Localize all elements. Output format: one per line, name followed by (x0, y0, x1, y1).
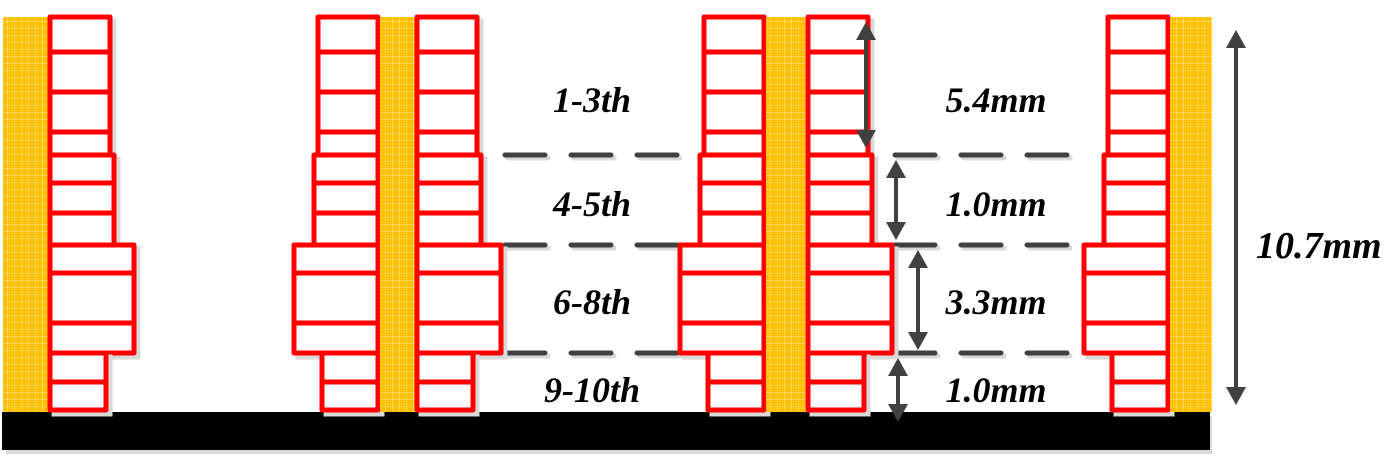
electrode-stack (291, 14, 385, 417)
membrane-separator (3, 17, 48, 412)
dimension-arrow (908, 250, 928, 350)
electrode-stack (805, 14, 899, 417)
tier-6-8th (1081, 242, 1171, 356)
tier-6-8th (47, 242, 137, 356)
membrane-separator (1170, 17, 1212, 412)
dimension-label: 1.0mm (945, 370, 1046, 410)
arrow-head-down-icon (888, 404, 908, 422)
dimension-arrow (856, 22, 876, 148)
dimension-label: 1.0mm (945, 184, 1046, 224)
dimension-arrows (856, 22, 1246, 422)
arrow-head-down-icon (1226, 387, 1246, 405)
tier-dashed-lines (502, 152, 1096, 359)
dimension-arrow (888, 358, 908, 422)
substrate-bar (2, 412, 1210, 450)
electrode-stack (414, 14, 508, 417)
electrode-stack (677, 14, 771, 417)
layer-label: 4-5th (552, 184, 631, 224)
arrow-head-up-icon (908, 250, 928, 268)
membrane-separator (766, 17, 806, 412)
dimension-label: 3.3mm (944, 282, 1046, 322)
arrow-head-down-icon (908, 332, 928, 350)
arrow-head-up-icon (886, 160, 906, 178)
tier-4-5th (805, 152, 875, 248)
arrow-head-up-icon (888, 358, 908, 376)
tier-6-8th (805, 242, 895, 356)
dimension-arrow (886, 160, 906, 240)
tier-6-8th (291, 242, 381, 356)
arrow-head-down-icon (886, 222, 906, 240)
tier-4-5th (47, 152, 117, 248)
tier-4-5th (697, 152, 767, 248)
arrow-head-up-icon (1226, 30, 1246, 48)
total-height-arrow (1226, 30, 1246, 405)
layer-label: 6-8th (553, 282, 631, 322)
arrow-head-down-icon (856, 130, 876, 148)
electrode-stack (47, 14, 141, 417)
labels: 1-3th 4-5th 6-8th 9-10th 5.4mm 1.0mm 3.3mm 1.0m… (544, 80, 1382, 410)
electrode-stack (1081, 14, 1175, 417)
layer-label: 9-10th (544, 370, 640, 410)
layer-label: 1-3th (553, 80, 631, 120)
total-height-label: 10.7mm (1256, 225, 1382, 267)
tier-4-5th (1101, 152, 1171, 248)
arrow-head-up-icon (856, 22, 876, 40)
tier-4-5th (414, 152, 484, 248)
dimension-label: 5.4mm (945, 80, 1046, 120)
substrate (2, 412, 1212, 454)
membrane-separator (380, 17, 415, 412)
tier-6-8th (414, 242, 504, 356)
tier-6-8th (677, 242, 767, 356)
electrode-stacks (3, 14, 1212, 417)
tier-4-5th (311, 152, 381, 248)
